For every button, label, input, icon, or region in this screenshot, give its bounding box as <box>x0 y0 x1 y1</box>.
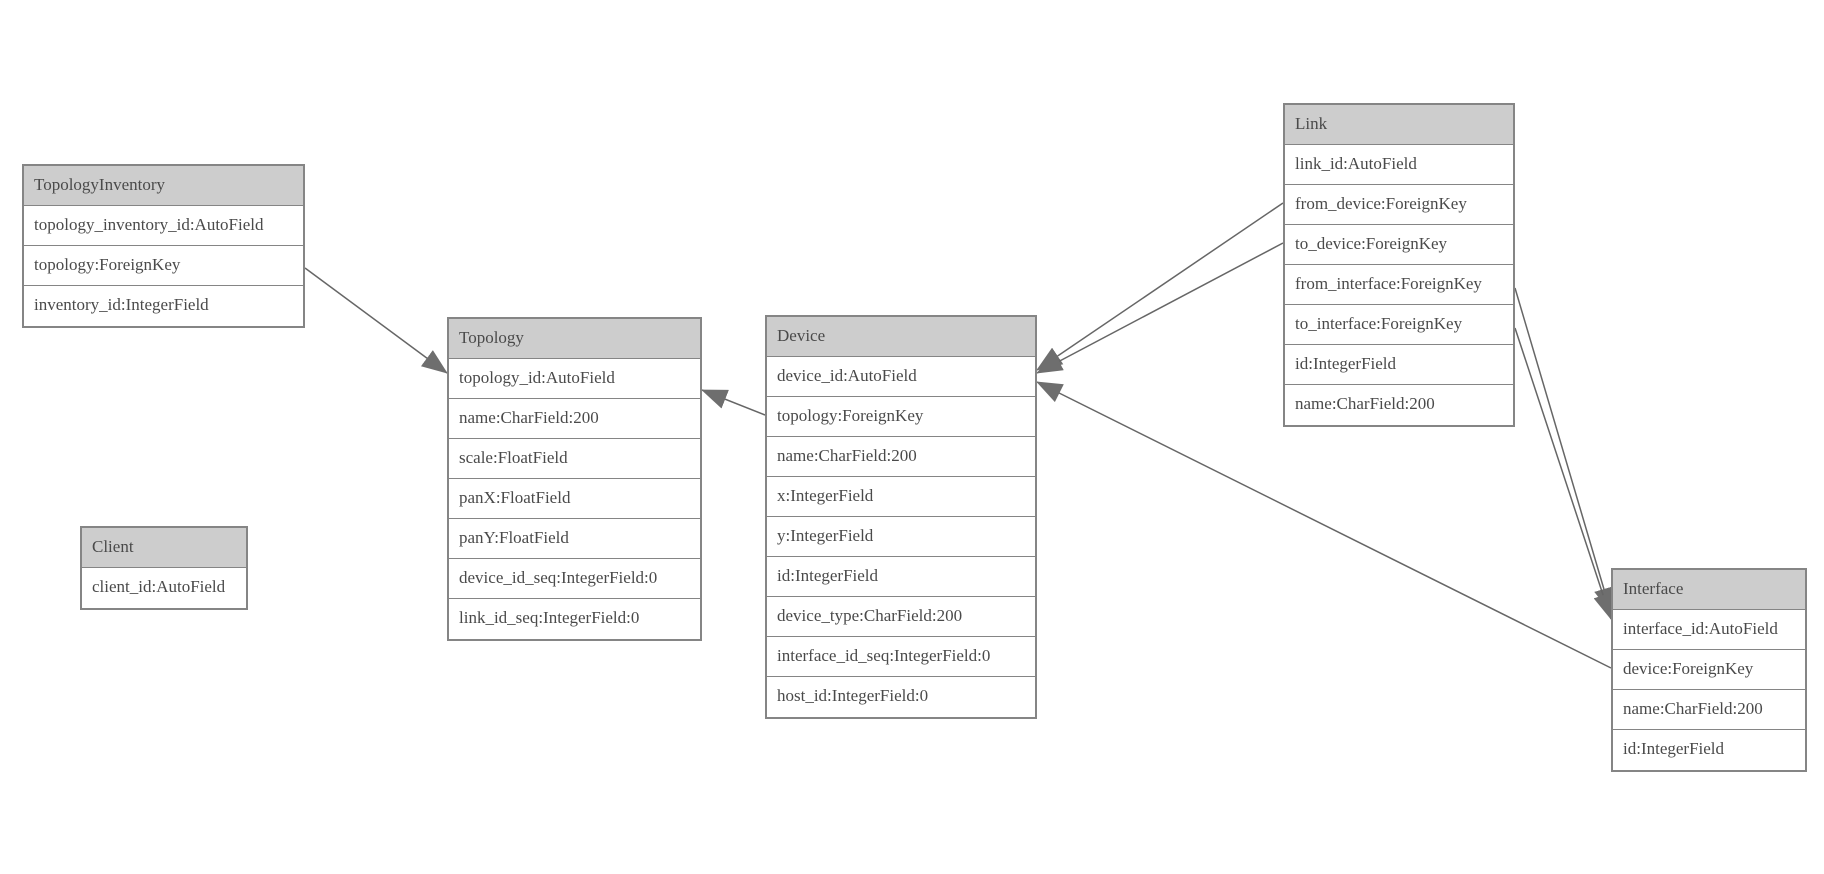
entity-topology-inventory-field-0: topology_inventory_id:AutoField <box>24 206 303 246</box>
entity-interface-field-3: id:IntegerField <box>1613 730 1805 770</box>
entity-topology-field-4: panY:FloatField <box>449 519 700 559</box>
entity-device-field-5: id:IntegerField <box>767 557 1035 597</box>
entity-topology-field-2: scale:FloatField <box>449 439 700 479</box>
entity-link-field-5: id:IntegerField <box>1285 345 1513 385</box>
connector-link-from-device-device <box>1036 202 1284 371</box>
connector-link-to-interface-interface <box>1514 327 1613 620</box>
entity-client-field-0: client_id:AutoField <box>82 568 246 608</box>
entity-topology-field-5: device_id_seq:IntegerField:0 <box>449 559 700 599</box>
connector-link-from-interface-interface <box>1514 287 1614 614</box>
connector-device-topology <box>701 389 766 416</box>
entity-device-field-7: interface_id_seq:IntegerField:0 <box>767 637 1035 677</box>
entity-topology-field-6: link_id_seq:IntegerField:0 <box>449 599 700 639</box>
entity-interface-title[interactable]: Interface <box>1613 570 1805 610</box>
entity-link-field-2: to_device:ForeignKey <box>1285 225 1513 265</box>
entity-link-title[interactable]: Link <box>1285 105 1513 145</box>
entity-link-field-0: link_id:AutoField <box>1285 145 1513 185</box>
entity-device-field-4: y:IntegerField <box>767 517 1035 557</box>
entity-interface-field-1: device:ForeignKey <box>1613 650 1805 690</box>
entity-device-field-3: x:IntegerField <box>767 477 1035 517</box>
entity-interface-field-0: interface_id:AutoField <box>1613 610 1805 650</box>
entity-topology-inventory-field-1: topology:ForeignKey <box>24 246 303 286</box>
entity-client-title[interactable]: Client <box>82 528 246 568</box>
entity-topology-inventory-title[interactable]: TopologyInventory <box>24 166 303 206</box>
entity-topology-field-3: panX:FloatField <box>449 479 700 519</box>
entity-link-field-1: from_device:ForeignKey <box>1285 185 1513 225</box>
entity-device-field-1: topology:ForeignKey <box>767 397 1035 437</box>
entity-device-field-2: name:CharField:200 <box>767 437 1035 477</box>
entity-topology-field-0: topology_id:AutoField <box>449 359 700 399</box>
entity-topology-inventory-field-2: inventory_id:IntegerField <box>24 286 303 326</box>
entity-topology-field-1: name:CharField:200 <box>449 399 700 439</box>
entity-link-field-6: name:CharField:200 <box>1285 385 1513 425</box>
connector-link-to-device-device <box>1036 242 1284 374</box>
entity-interface-field-2: name:CharField:200 <box>1613 690 1805 730</box>
entity-topology-title[interactable]: Topology <box>449 319 700 359</box>
entity-device-field-0: device_id:AutoField <box>767 357 1035 397</box>
entity-device-field-8: host_id:IntegerField:0 <box>767 677 1035 717</box>
entity-device-field-6: device_type:CharField:200 <box>767 597 1035 637</box>
connector-topology-inventory-topology <box>304 267 448 374</box>
entity-link-field-3: from_interface:ForeignKey <box>1285 265 1513 305</box>
entity-link-field-4: to_interface:ForeignKey <box>1285 305 1513 345</box>
entity-device-title[interactable]: Device <box>767 317 1035 357</box>
